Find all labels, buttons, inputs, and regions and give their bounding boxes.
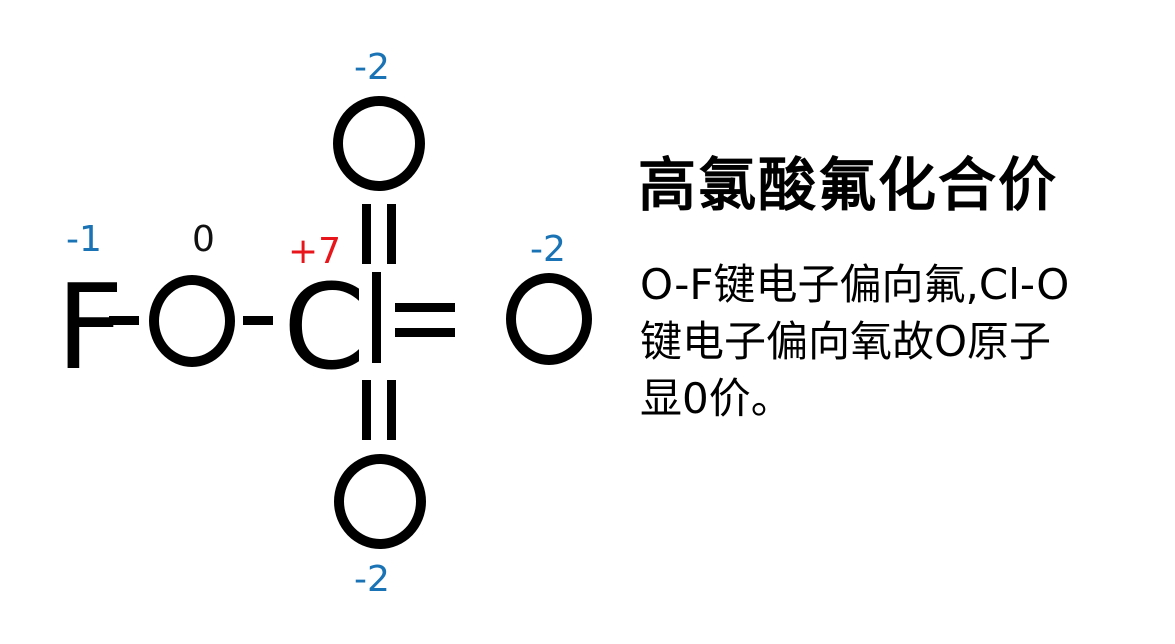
double-bond-right-lower bbox=[395, 328, 455, 337]
double-bond-bottom-right bbox=[387, 380, 396, 440]
description-line-2: 键电子偏向氧故O原子 bbox=[640, 317, 1052, 366]
double-bond-bottom-left bbox=[362, 380, 371, 440]
oxidation-state-o-top: -2 bbox=[354, 47, 390, 88]
atom-cl-l bbox=[372, 272, 381, 363]
description-line-1: O-F键电子偏向氟,Cl-O bbox=[640, 260, 1070, 309]
double-bond-top-left bbox=[362, 204, 371, 264]
single-bond-f-o bbox=[109, 316, 139, 325]
atom-o-right bbox=[506, 273, 592, 365]
atom-f: F bbox=[56, 258, 124, 396]
oxidation-state-o-bridge: 0 bbox=[192, 219, 215, 260]
atom-o-bridge bbox=[149, 275, 235, 367]
oxidation-state-cl: +7 bbox=[288, 231, 342, 272]
double-bond-top-right bbox=[387, 204, 396, 264]
atom-o-bottom bbox=[334, 454, 426, 549]
oxidation-state-f: -1 bbox=[66, 219, 102, 260]
diagram-title: 高氯酸氟化合价 bbox=[638, 151, 1059, 219]
single-bond-o-cl bbox=[243, 316, 273, 325]
double-bond-right-upper bbox=[395, 303, 455, 312]
atom-cl-c: C bbox=[283, 258, 366, 396]
oxidation-state-o-bottom: -2 bbox=[354, 559, 390, 600]
oxidation-state-o-right: -2 bbox=[530, 229, 566, 270]
atom-o-top bbox=[333, 96, 425, 191]
description-line-3: 显0价。 bbox=[640, 374, 793, 423]
